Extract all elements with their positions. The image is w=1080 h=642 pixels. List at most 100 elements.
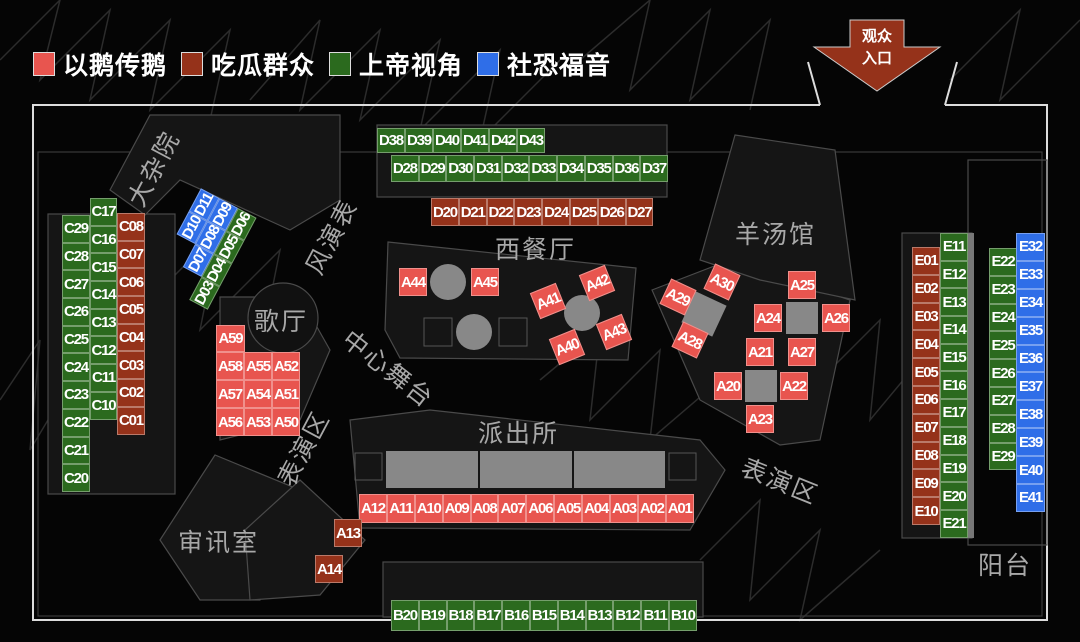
seat-d29[interactable]: D29: [418, 155, 447, 182]
seat-d23[interactable]: D23: [514, 198, 543, 226]
seat-a53[interactable]: A53: [244, 408, 272, 436]
seat-a03[interactable]: A03: [610, 494, 638, 523]
seat-d31[interactable]: D31: [474, 155, 502, 182]
seat-b20[interactable]: B20: [391, 600, 419, 631]
seat-d21[interactable]: D21: [458, 198, 487, 226]
seat-c13[interactable]: C13: [90, 308, 117, 337]
seat-a51[interactable]: A51: [272, 380, 300, 408]
seat-d30[interactable]: D30: [446, 155, 475, 182]
seat-e04[interactable]: E04: [912, 330, 940, 359]
seat-a44[interactable]: A44: [399, 268, 427, 296]
seat-c16[interactable]: C16: [90, 225, 117, 254]
seat-c17[interactable]: C17: [90, 198, 117, 226]
seat-e09[interactable]: E09: [912, 469, 940, 498]
seat-e03[interactable]: E03: [912, 302, 940, 331]
seat-e33[interactable]: E33: [1016, 260, 1045, 289]
seat-e12[interactable]: E12: [940, 260, 968, 289]
seat-c04[interactable]: C04: [117, 323, 145, 352]
seat-b10[interactable]: B10: [668, 600, 697, 631]
seat-d36[interactable]: D36: [612, 155, 641, 182]
seat-c01[interactable]: C01: [117, 406, 145, 435]
seat-d32[interactable]: D32: [501, 155, 530, 182]
seat-a45[interactable]: A45: [471, 268, 499, 296]
seat-a23[interactable]: A23: [746, 405, 774, 433]
seat-e20[interactable]: E20: [940, 482, 968, 510]
seat-a13[interactable]: A13: [334, 519, 362, 547]
seat-c07[interactable]: C07: [117, 240, 145, 269]
seat-d42[interactable]: D42: [489, 128, 517, 153]
seat-e02[interactable]: E02: [912, 274, 940, 303]
seat-b12[interactable]: B12: [613, 600, 642, 631]
seat-e36[interactable]: E36: [1016, 344, 1045, 373]
seat-e25[interactable]: E25: [989, 331, 1017, 360]
seat-e14[interactable]: E14: [940, 316, 968, 344]
seat-d27[interactable]: D27: [625, 198, 654, 226]
seat-c20[interactable]: C20: [62, 464, 90, 492]
seat-b15[interactable]: B15: [529, 600, 558, 631]
seat-b13[interactable]: B13: [585, 600, 614, 631]
seat-c28[interactable]: C28: [62, 242, 90, 271]
seat-a11[interactable]: A11: [386, 494, 415, 523]
seat-b18[interactable]: B18: [446, 600, 475, 631]
seat-e01[interactable]: E01: [912, 247, 940, 275]
seat-e15[interactable]: E15: [940, 343, 968, 372]
seat-b16[interactable]: B16: [502, 600, 530, 631]
seat-c05[interactable]: C05: [117, 296, 145, 324]
seat-e22[interactable]: E22: [989, 248, 1017, 276]
seat-d38[interactable]: D38: [377, 128, 405, 153]
seat-a14[interactable]: A14: [315, 555, 343, 583]
seat-c22[interactable]: C22: [62, 408, 90, 437]
seat-c14[interactable]: C14: [90, 281, 117, 309]
seat-c06[interactable]: C06: [117, 268, 145, 297]
seat-a08[interactable]: A08: [470, 494, 499, 523]
seat-e27[interactable]: E27: [989, 386, 1017, 415]
seat-d25[interactable]: D25: [569, 198, 598, 226]
seat-a56[interactable]: A56: [216, 408, 244, 436]
seat-e06[interactable]: E06: [912, 385, 940, 414]
seat-e07[interactable]: E07: [912, 413, 940, 442]
seat-e19[interactable]: E19: [940, 454, 968, 483]
seat-a10[interactable]: A10: [414, 494, 443, 523]
seat-a02[interactable]: A02: [637, 494, 666, 523]
seat-c08[interactable]: C08: [117, 213, 145, 241]
seat-a52[interactable]: A52: [272, 352, 300, 380]
seat-a01[interactable]: A01: [665, 494, 694, 523]
seat-d41[interactable]: D41: [461, 128, 489, 153]
seat-c29[interactable]: C29: [62, 215, 90, 243]
seat-a07[interactable]: A07: [498, 494, 527, 523]
seat-d28[interactable]: D28: [391, 155, 419, 182]
seat-a20[interactable]: A20: [714, 372, 742, 400]
seat-a24[interactable]: A24: [754, 304, 782, 332]
seat-e40[interactable]: E40: [1016, 456, 1045, 485]
seat-e11[interactable]: E11: [940, 233, 968, 261]
seat-a25[interactable]: A25: [788, 271, 816, 299]
seat-d20[interactable]: D20: [431, 198, 459, 226]
seat-e21[interactable]: E21: [940, 509, 968, 538]
seat-e23[interactable]: E23: [989, 275, 1017, 304]
seat-a05[interactable]: A05: [554, 494, 583, 523]
seat-a04[interactable]: A04: [582, 494, 611, 523]
seat-c23[interactable]: C23: [62, 381, 90, 409]
seat-a27[interactable]: A27: [788, 338, 816, 366]
seat-a21[interactable]: A21: [746, 338, 774, 366]
seat-a22[interactable]: A22: [780, 372, 808, 400]
seat-e35[interactable]: E35: [1016, 316, 1045, 345]
seat-e13[interactable]: E13: [940, 288, 968, 317]
seat-e41[interactable]: E41: [1016, 484, 1045, 512]
seat-e38[interactable]: E38: [1016, 400, 1045, 429]
seat-c15[interactable]: C15: [90, 253, 117, 282]
seat-a57[interactable]: A57: [216, 380, 244, 408]
seat-e32[interactable]: E32: [1016, 233, 1045, 261]
seat-a55[interactable]: A55: [244, 352, 272, 380]
seat-e37[interactable]: E37: [1016, 372, 1045, 401]
seat-c02[interactable]: C02: [117, 379, 145, 407]
seat-e17[interactable]: E17: [940, 399, 968, 427]
seat-e08[interactable]: E08: [912, 441, 940, 470]
seat-b19[interactable]: B19: [418, 600, 447, 631]
seat-c10[interactable]: C10: [90, 391, 117, 420]
seat-d37[interactable]: D37: [640, 155, 668, 182]
seat-d34[interactable]: D34: [557, 155, 585, 182]
seat-d24[interactable]: D24: [542, 198, 570, 226]
seat-c24[interactable]: C24: [62, 353, 90, 382]
seat-e18[interactable]: E18: [940, 426, 968, 455]
